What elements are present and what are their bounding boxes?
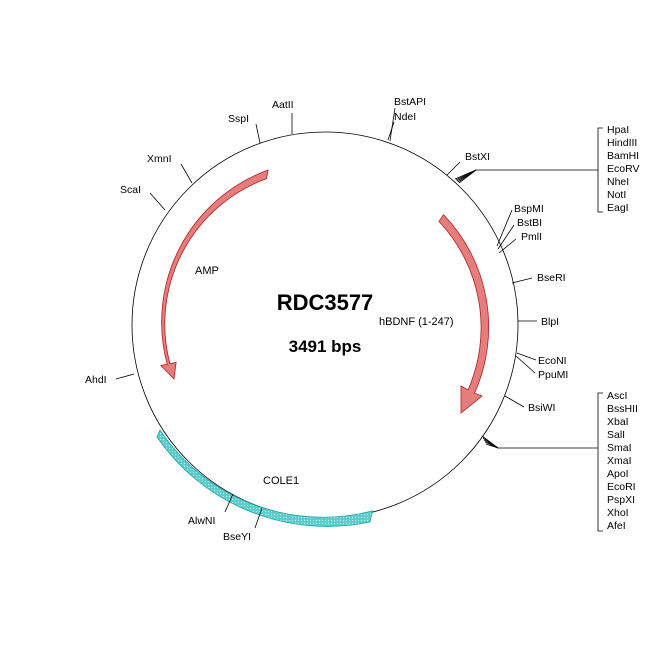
mcs1-site-label: BamHI [607,150,639,162]
mcs1-site-label: HpaI [607,124,629,136]
bstbi-tick [497,224,515,250]
site-label-sspi: SspI [228,113,249,125]
amp-feature-label: AMP [195,265,219,277]
mcs1-site-label: HindIII [607,137,637,149]
mcs2-site-label: BssHII [607,403,638,415]
site-label-xmni: XmnI [147,153,172,165]
site-label-pmli: PmlI [521,231,542,243]
plasmid-backbone [131,131,519,519]
xmni-tick [180,163,193,184]
site-label-bseri: BseRI [537,272,566,284]
site-label-bsiwi: BsiWI [528,402,555,414]
mcs2-site-label: AscI [607,390,627,402]
ahdi-tick [115,373,135,380]
pmli-tick [498,238,517,254]
site-label-ahdi: AhdI [85,374,107,386]
amp-feature-arrow [160,169,269,380]
bsiwi-tick [504,395,525,408]
site-label-ppumi: PpuMI [538,369,568,381]
mcs1-bracket [597,127,603,213]
hbdnf-feature-label: hBDNF (1-247) [379,316,454,328]
site-label-bstapi: BstAPI [394,96,426,108]
bseyi-tick [254,507,263,529]
site-label-econi: EcoNI [538,355,567,367]
ppumi-tick [515,355,536,374]
mcs1-site-label: NheI [607,176,629,188]
site-label-blpi: BlpI [541,316,559,328]
mcs2-site-label: XhoI [607,507,629,519]
mcs1-site-label: EcoRV [607,163,640,175]
mcs2-site-label: SalI [607,429,625,441]
mcs2-site-label: ApoI [607,468,629,480]
sspi-tick [255,123,261,144]
mcs2-site-label: XbaI [607,416,629,428]
mcs2-site-label: AfeI [607,520,626,532]
econi-tick [516,352,537,361]
bstapi-tick [389,107,396,142]
cole1-feature-arrow [156,429,374,527]
site-label-bspmi: BspMI [514,203,544,215]
mcs1-site-label: NotI [607,189,626,201]
scai-tick [149,192,166,211]
bseri-tick [511,277,533,284]
site-label-aatii: AatII [272,99,294,111]
site-label-bstbi: BstBI [517,217,542,229]
mcs1-ticks [454,169,598,184]
mcs2-labels: AscI BssHII XbaI SalI SmaI XmaI ApoI Eco… [607,390,638,532]
mcs2-site-label: SmaI [607,442,632,454]
mcs1-site-label: EagI [607,202,629,214]
site-label-scai: ScaI [120,184,141,196]
site-label-alwni: AlwNI [188,515,215,527]
site-label-bstxi: BstXI [465,151,490,163]
hbdnf-feature-arrow [438,214,490,414]
mcs1-labels: HpaI HindIII BamHI EcoRV NheI NotI EagI [607,124,640,214]
site-label-ndei: NdeI [394,111,416,123]
bstxi-tick [446,161,461,176]
bspmi-tick [496,209,513,247]
plasmid-name: RDC3577 [277,290,374,315]
mcs2-site-label: XmaI [607,455,632,467]
mcs2-site-label: PspXI [607,494,635,506]
mcs2-bracket [597,392,603,532]
plasmid-size: 3491 bps [289,337,362,356]
site-label-bseyi: BseYI [223,531,251,543]
mcs2-site-label: EcoRI [607,481,636,493]
cole1-feature-label: COLE1 [263,475,299,487]
ndei-tick [387,121,395,141]
mcs2-ticks [481,435,598,449]
alwni-tick [224,493,234,513]
